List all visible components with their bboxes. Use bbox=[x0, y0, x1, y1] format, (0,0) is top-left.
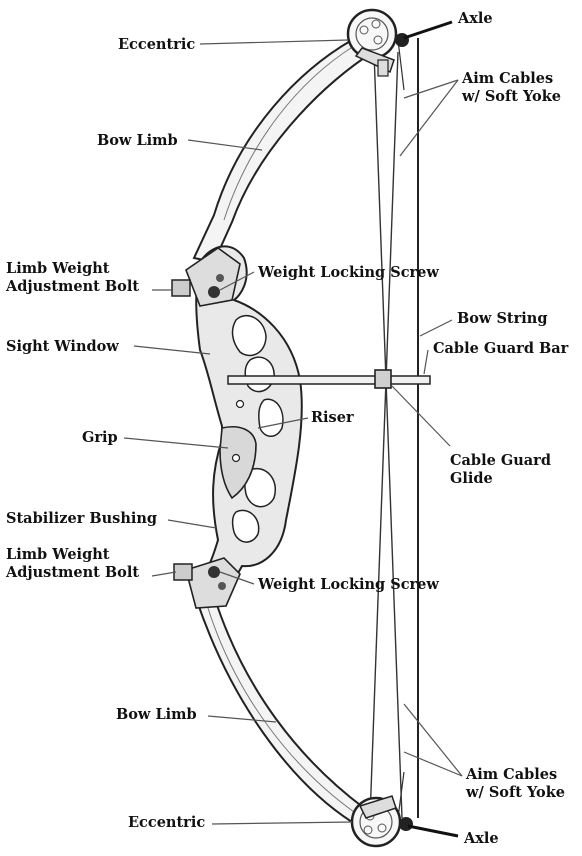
label-grip: Grip bbox=[82, 429, 118, 447]
label-riser: Riser bbox=[311, 409, 354, 427]
top-limb bbox=[194, 40, 364, 262]
bottom-eccentric bbox=[352, 796, 400, 846]
label-bow-limb-bottom: Bow Limb bbox=[116, 706, 197, 724]
leader-limb-bolt-bottom bbox=[152, 572, 176, 576]
label-limb-weight-bolt-top-line1: Limb Weight bbox=[6, 260, 139, 278]
top-limb-pocket bbox=[172, 248, 240, 306]
aim-cable-left bbox=[374, 52, 402, 818]
label-aim-cables-top-line1: Aim Cables bbox=[462, 70, 561, 88]
bottom-limb bbox=[196, 596, 364, 822]
label-cable-guard-bar: Cable Guard Bar bbox=[433, 340, 568, 358]
leader-bow-string bbox=[420, 320, 452, 336]
aim-cable-yoke-top bbox=[398, 40, 404, 90]
leader-aim-cables-bottom-1 bbox=[404, 704, 462, 776]
label-aim-cables-top-line2: w/ Soft Yoke bbox=[462, 88, 561, 106]
leader-sight-window bbox=[134, 346, 210, 354]
leader-cable-guard-glide bbox=[392, 386, 450, 446]
label-bow-limb-top: Bow Limb bbox=[97, 132, 178, 150]
leader-aim-cables-top-2 bbox=[400, 80, 458, 156]
label-aim-cables-bottom: Aim Cables w/ Soft Yoke bbox=[466, 766, 565, 802]
top-eccentric bbox=[348, 10, 396, 76]
label-eccentric-bottom: Eccentric bbox=[128, 814, 205, 832]
label-limb-weight-bolt-top: Limb Weight Adjustment Bolt bbox=[6, 260, 139, 296]
leader-eccentric-top bbox=[200, 40, 348, 44]
aim-cable-right bbox=[370, 52, 398, 818]
label-aim-cables-bottom-line1: Aim Cables bbox=[466, 766, 565, 784]
label-axle-bottom: Axle bbox=[464, 830, 499, 848]
label-cable-guard-glide-line1: Cable Guard bbox=[450, 452, 551, 470]
leader-axle-bottom bbox=[408, 826, 458, 836]
label-weight-locking-screw-bottom: Weight Locking Screw bbox=[258, 576, 439, 594]
label-aim-cables-bottom-line2: w/ Soft Yoke bbox=[466, 784, 565, 802]
leader-stabilizer-bushing bbox=[168, 520, 216, 528]
bottom-axle-dot bbox=[399, 817, 413, 831]
label-limb-weight-bolt-bottom: Limb Weight Adjustment Bolt bbox=[6, 546, 139, 582]
label-limb-weight-bolt-bottom-line1: Limb Weight bbox=[6, 546, 139, 564]
bottom-limb-pocket bbox=[174, 558, 240, 608]
leader-aim-cables-top-1 bbox=[404, 80, 458, 98]
label-limb-weight-bolt-bottom-line2: Adjustment Bolt bbox=[6, 564, 139, 582]
label-weight-locking-screw-top: Weight Locking Screw bbox=[258, 264, 439, 282]
top-axle-dot bbox=[395, 33, 409, 47]
label-limb-weight-bolt-top-line2: Adjustment Bolt bbox=[6, 278, 139, 296]
leader-grip bbox=[124, 438, 228, 448]
label-cable-guard-glide: Cable Guard Glide bbox=[450, 452, 551, 488]
leader-eccentric-bottom bbox=[212, 822, 352, 824]
label-eccentric-top: Eccentric bbox=[118, 36, 195, 54]
label-sight-window: Sight Window bbox=[6, 338, 119, 356]
label-aim-cables-top: Aim Cables w/ Soft Yoke bbox=[462, 70, 561, 106]
label-bow-string: Bow String bbox=[457, 310, 547, 328]
label-stabilizer-bushing: Stabilizer Bushing bbox=[6, 510, 157, 528]
leader-cable-guard-bar bbox=[424, 350, 428, 374]
leader-aim-cables-bottom-2 bbox=[404, 752, 462, 776]
label-axle-top: Axle bbox=[458, 10, 493, 28]
leader-axle-top bbox=[404, 22, 452, 38]
label-cable-guard-glide-line2: Glide bbox=[450, 470, 551, 488]
bow-string-and-cables bbox=[370, 38, 418, 818]
